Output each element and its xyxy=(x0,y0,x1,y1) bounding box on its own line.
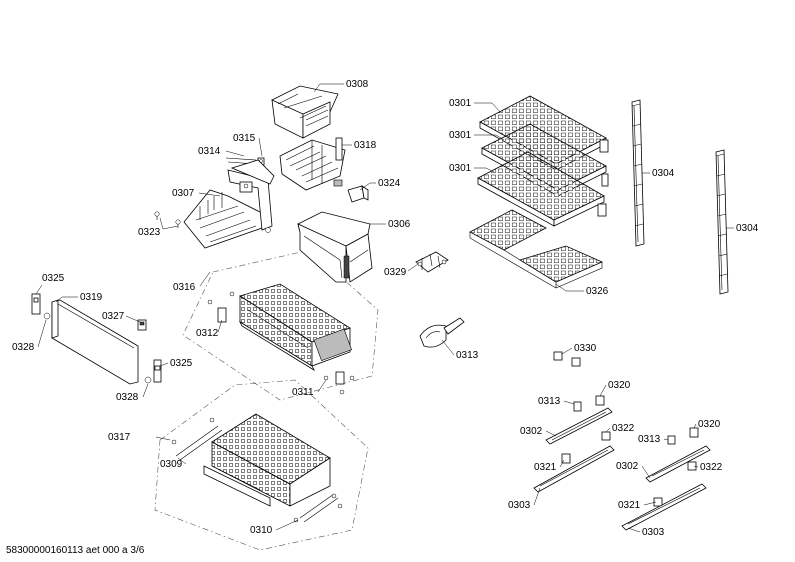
label-0303-b: 0303 xyxy=(642,527,665,538)
part-0327-clip xyxy=(137,319,147,331)
label-0302-b: 0302 xyxy=(616,461,639,472)
label-0321-a: 0321 xyxy=(534,462,557,473)
part-0324-bracket xyxy=(347,185,369,203)
label-0323: 0323 xyxy=(138,227,161,238)
part-labels: 0308 0315 0314 0318 0307 0324 0323 0306 … xyxy=(12,79,759,538)
label-0304-b: 0304 xyxy=(736,223,759,234)
label-0301-b: 0301 xyxy=(449,130,472,141)
part-0313-stop-right xyxy=(667,435,676,445)
label-0315: 0315 xyxy=(233,133,256,144)
label-0326: 0326 xyxy=(586,286,609,297)
crisper-drawer xyxy=(239,283,352,372)
label-0313-c: 0313 xyxy=(638,434,661,445)
label-0301-a: 0301 xyxy=(449,98,472,109)
label-0304-a: 0304 xyxy=(652,168,675,179)
part-0308-ice-bin xyxy=(271,85,339,139)
part-0302-slide-rail-left xyxy=(545,407,613,445)
part-0304-shelf-rail-left xyxy=(631,99,645,247)
leader-lines xyxy=(35,83,734,533)
part-0321-clip-right xyxy=(653,497,663,507)
part-0318-ice-maker xyxy=(279,137,346,191)
part-0326-split-shelf xyxy=(469,209,603,289)
label-0308: 0308 xyxy=(346,79,369,90)
label-0318: 0318 xyxy=(354,140,377,151)
label-0310: 0310 xyxy=(250,525,273,536)
drawing-reference-footer: 58300000160113 aet 000 a 3/6 xyxy=(6,545,145,556)
label-0307: 0307 xyxy=(172,188,195,199)
label-0329: 0329 xyxy=(384,267,407,278)
label-0327: 0327 xyxy=(102,311,125,322)
label-0330: 0330 xyxy=(574,343,597,354)
part-0301-shelf-3 xyxy=(477,151,607,227)
part-0319-front-panel xyxy=(51,299,139,385)
label-0322-a: 0322 xyxy=(612,423,635,434)
part-0328-screw-right xyxy=(144,376,152,384)
label-0302-a: 0302 xyxy=(520,426,543,437)
part-0312-slide-bracket xyxy=(207,291,235,323)
part-0309-slide-bracket xyxy=(171,417,223,461)
label-0319: 0319 xyxy=(80,292,103,303)
part-0311-slide-bracket xyxy=(323,371,355,395)
part-0313-stop-left xyxy=(573,401,582,412)
part-0330-bracket xyxy=(553,351,581,367)
label-0301-c: 0301 xyxy=(449,163,472,174)
freezer-drawer xyxy=(203,413,331,507)
part-0303-slide-rail-right xyxy=(621,483,707,531)
part-0328-screw-left xyxy=(43,312,51,320)
label-0328-b: 0328 xyxy=(116,392,139,403)
part-0302-slide-rail-right xyxy=(645,445,711,483)
part-0310-slide-bracket xyxy=(293,493,343,523)
label-0306: 0306 xyxy=(388,219,411,230)
part-0304-shelf-rail-right xyxy=(715,149,729,295)
part-0325-hinge-bottom xyxy=(153,359,162,383)
label-0303-a: 0303 xyxy=(508,500,531,511)
part-0313-ice-scoop xyxy=(419,317,465,348)
label-0312: 0312 xyxy=(196,328,219,339)
part-0303-slide-rail-left xyxy=(533,445,615,493)
label-0325-b: 0325 xyxy=(170,358,193,369)
label-0309: 0309 xyxy=(160,459,183,470)
part-0320-clip-right xyxy=(689,427,699,438)
part-0322-stop-right xyxy=(687,461,697,471)
part-0306-container xyxy=(297,211,373,283)
label-0322-b: 0322 xyxy=(700,462,723,473)
label-0328-a: 0328 xyxy=(12,342,35,353)
label-0321-b: 0321 xyxy=(618,500,641,511)
part-0320-clip-left xyxy=(595,395,605,406)
label-0320-a: 0320 xyxy=(608,380,631,391)
label-0314: 0314 xyxy=(198,146,221,157)
label-0317: 0317 xyxy=(108,432,131,443)
label-0324: 0324 xyxy=(378,178,401,189)
label-0313-a: 0313 xyxy=(456,350,479,361)
label-0325-a: 0325 xyxy=(42,273,65,284)
label-0316: 0316 xyxy=(173,282,196,293)
part-0323-screws xyxy=(154,211,181,228)
part-0307-ice-maker-housing xyxy=(183,159,275,249)
part-0322-stop-left xyxy=(601,431,611,441)
label-0311: 0311 xyxy=(292,387,314,398)
part-0325-hinge-top xyxy=(31,293,41,315)
part-0321-clip-left xyxy=(561,453,571,464)
label-0320-b: 0320 xyxy=(698,419,721,430)
label-0313-b: 0313 xyxy=(538,396,561,407)
part-0329-clip xyxy=(415,251,449,273)
